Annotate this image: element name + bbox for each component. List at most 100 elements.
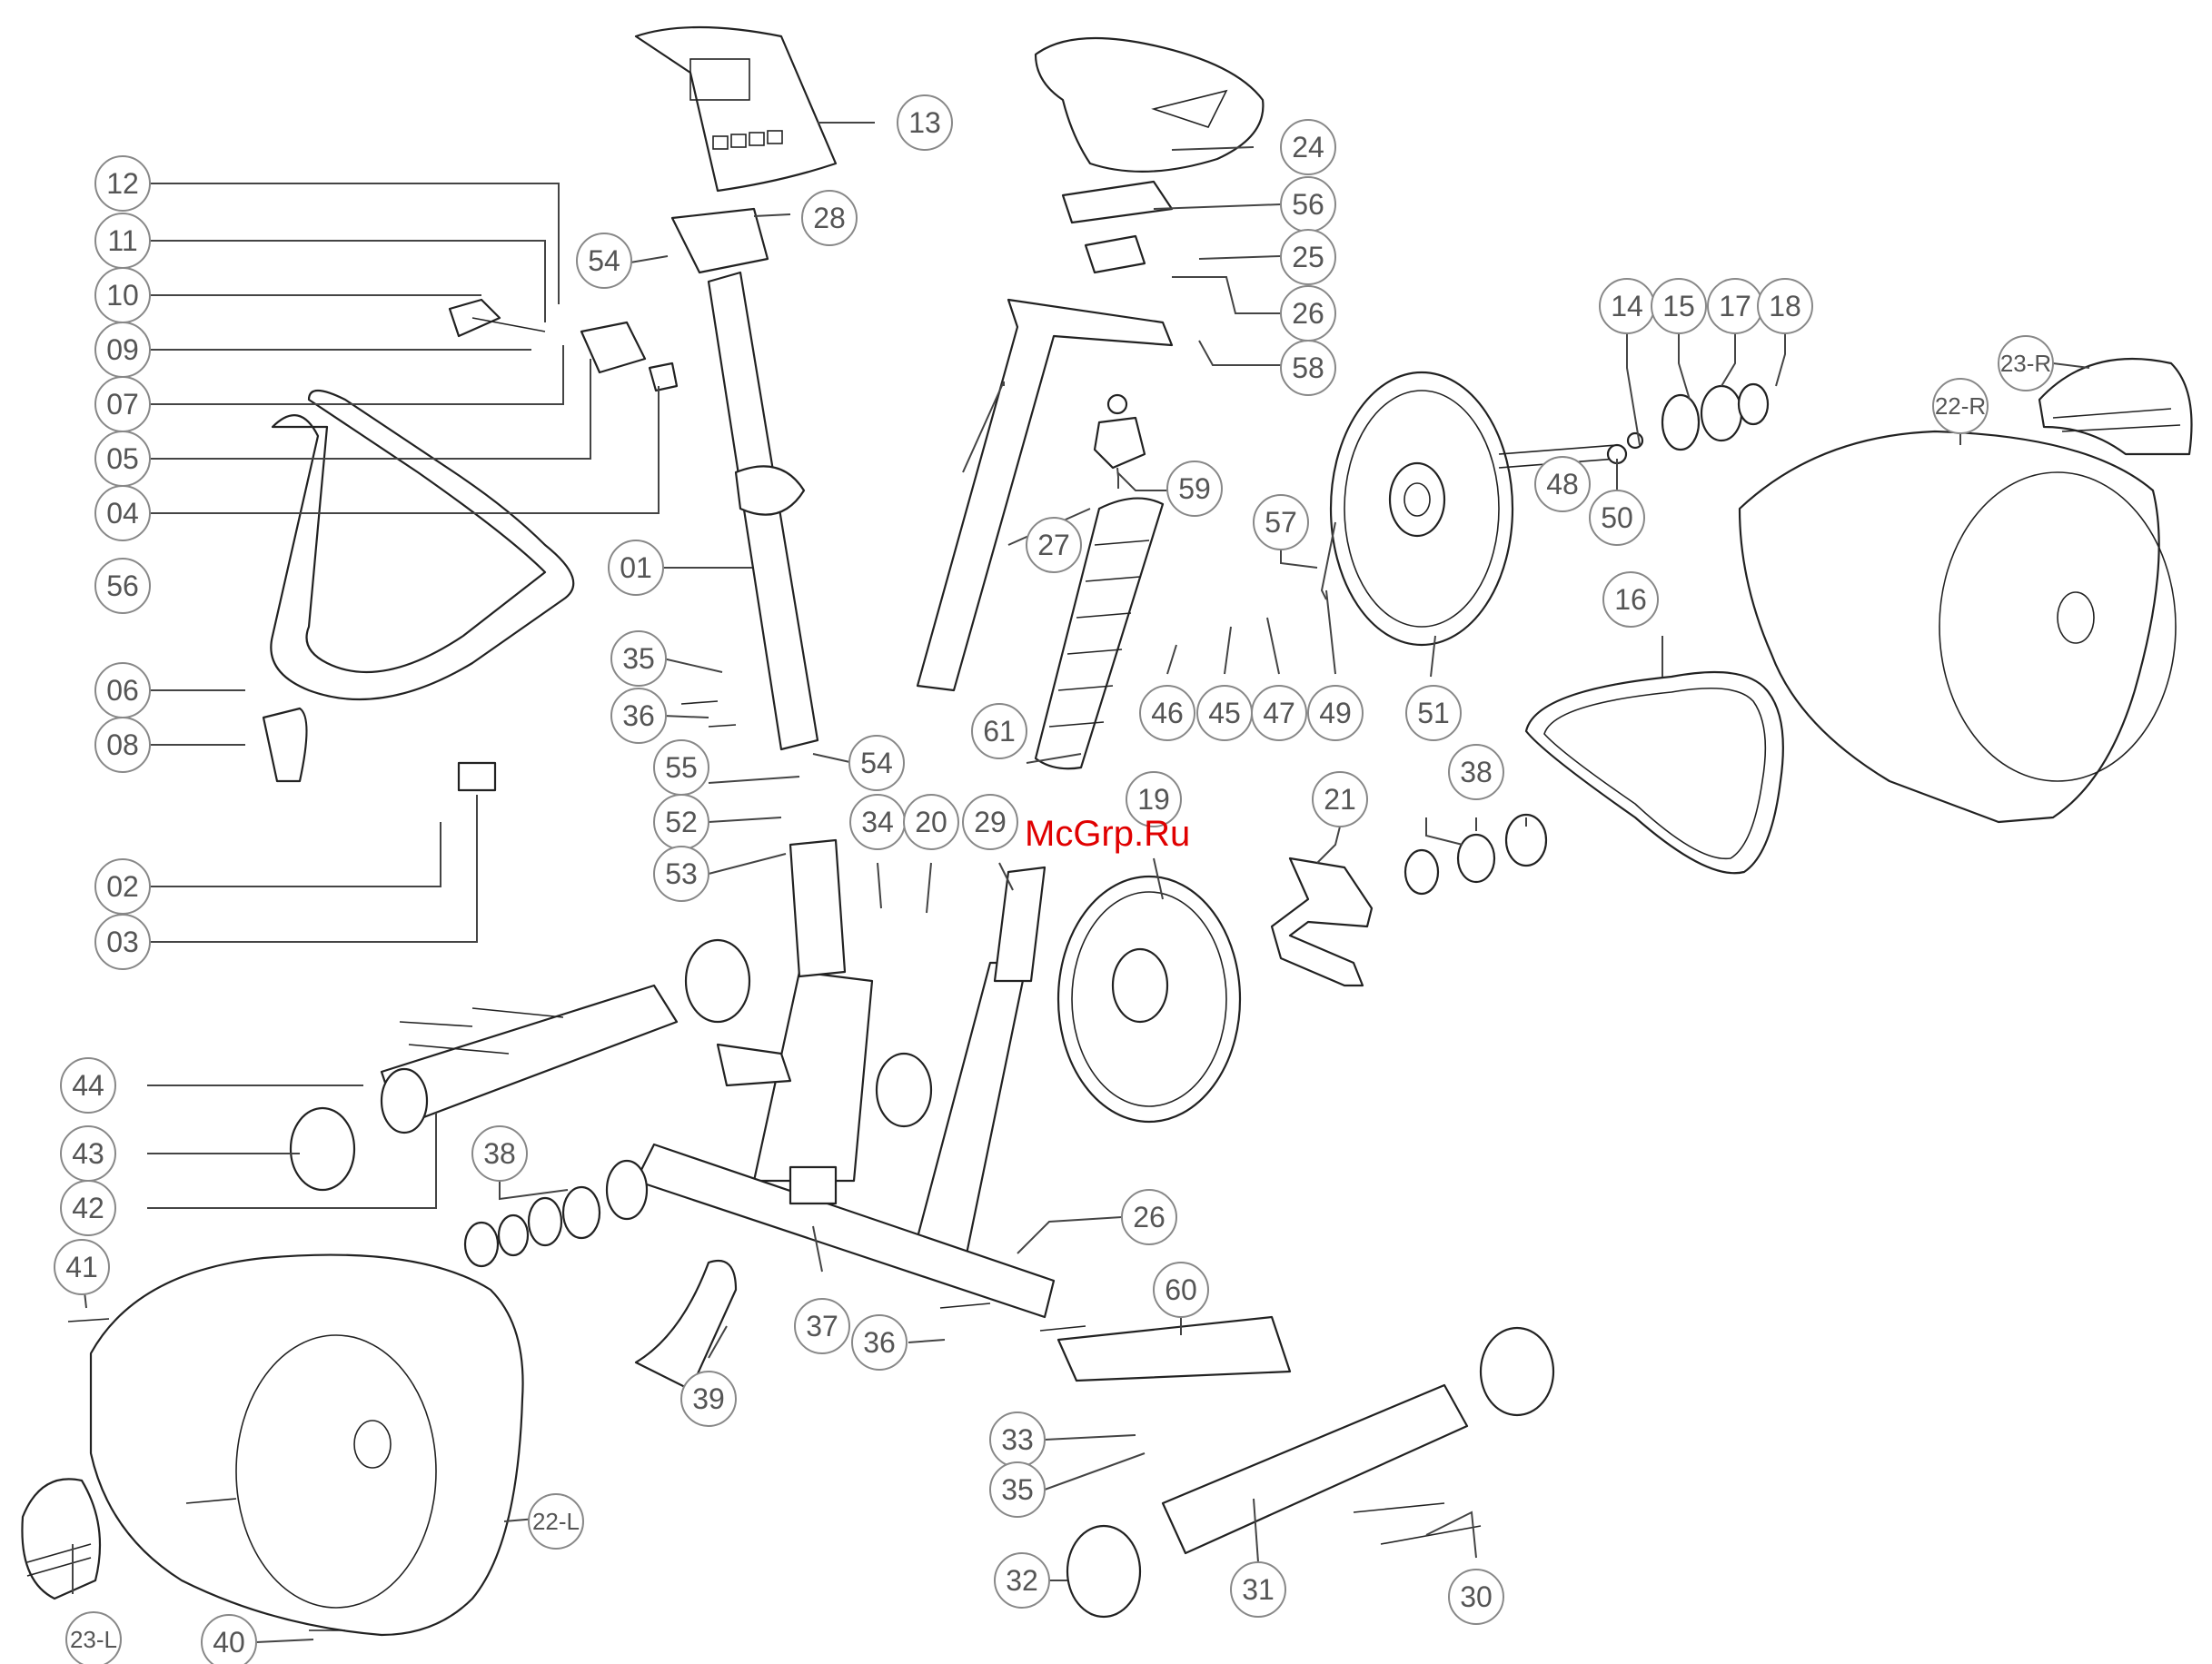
callout-label: 46 [1151, 697, 1184, 729]
callout-50: 50 [1590, 490, 1644, 545]
callout-32: 32 [995, 1553, 1049, 1608]
callout-52: 52 [654, 795, 709, 849]
callout-label: 22-L [532, 1508, 580, 1535]
callout-36: 36 [611, 688, 666, 743]
callout-37: 37 [795, 1299, 849, 1353]
callout-label: 22-R [1935, 392, 1986, 420]
callout-12: 12 [95, 156, 150, 211]
callout-label: 08 [106, 728, 139, 761]
callout-23-R: 23-R [1999, 336, 2053, 391]
callout-label: 29 [974, 806, 1007, 838]
callout-34: 34 [850, 795, 905, 849]
callout-10: 10 [95, 268, 150, 322]
callout-13: 13 [898, 95, 952, 150]
callout-35b: 35 [990, 1462, 1045, 1517]
rear-stabilizer [1163, 1385, 1467, 1553]
callout-01: 01 [609, 540, 663, 595]
console-part [636, 27, 836, 191]
callout-label: 25 [1292, 241, 1324, 273]
callout-label: 36 [622, 699, 655, 732]
callout-label: 17 [1719, 290, 1751, 322]
seat-post [918, 300, 1172, 690]
callout-11: 11 [95, 213, 150, 268]
callout-16: 16 [1603, 572, 1658, 627]
callout-33: 33 [990, 1412, 1045, 1467]
callout-07: 07 [95, 377, 150, 431]
callout-label: 31 [1242, 1573, 1275, 1606]
callout-label: 13 [908, 106, 941, 139]
callout-label: 47 [1263, 697, 1295, 729]
callout-44: 44 [61, 1058, 115, 1113]
callout-54: 54 [577, 233, 631, 288]
callout-26: 26 [1281, 286, 1335, 341]
callout-45: 45 [1197, 686, 1252, 740]
callout-38b: 38 [472, 1126, 527, 1181]
callout-label: 03 [106, 926, 139, 958]
callout-label: 05 [106, 442, 139, 475]
callout-21: 21 [1313, 772, 1367, 827]
callout-09: 09 [95, 322, 150, 377]
callout-label: 30 [1460, 1580, 1493, 1613]
callout-31: 31 [1231, 1562, 1285, 1617]
callout-59: 59 [1167, 461, 1222, 516]
callout-label: 23-L [70, 1626, 117, 1653]
callout-label: 60 [1165, 1273, 1197, 1306]
callout-label: 18 [1769, 290, 1801, 322]
callout-56: 56 [1281, 177, 1335, 232]
callout-22-L: 22-L [529, 1494, 583, 1549]
callout-18: 18 [1758, 279, 1812, 333]
callout-label: 26 [1133, 1201, 1166, 1233]
callout-label: 48 [1546, 468, 1579, 500]
callout-02: 02 [95, 859, 150, 914]
callout-03: 03 [95, 915, 150, 969]
callout-label: 12 [106, 167, 139, 200]
callout-label: 07 [106, 388, 139, 421]
callout-38: 38 [1449, 745, 1503, 799]
callout-label: 57 [1265, 506, 1297, 539]
callout-label: 43 [72, 1137, 104, 1170]
right-cover [1740, 431, 2159, 822]
pedal-left [22, 1479, 100, 1599]
callout-label: 24 [1292, 131, 1324, 163]
callout-23-L: 23-L [66, 1612, 121, 1664]
callout-42: 42 [61, 1181, 115, 1235]
callout-54b: 54 [849, 736, 904, 790]
callout-label: 51 [1417, 697, 1450, 729]
callout-label: 28 [813, 202, 846, 234]
seat [1036, 38, 1263, 172]
callout-25: 25 [1281, 230, 1335, 284]
callout-15: 15 [1652, 279, 1706, 333]
callout-06: 06 [95, 663, 150, 718]
callout-14: 14 [1600, 279, 1654, 333]
callout-27: 27 [1027, 518, 1081, 572]
callout-41: 41 [55, 1240, 109, 1294]
callout-label: 61 [983, 715, 1016, 748]
callout-label: 45 [1208, 697, 1241, 729]
callout-label: 26 [1292, 297, 1324, 330]
callout-label: 44 [72, 1069, 104, 1102]
callout-label: 01 [620, 551, 652, 584]
callout-49: 49 [1308, 686, 1363, 740]
callout-label: 15 [1662, 290, 1695, 322]
callout-label: 23-R [2000, 350, 2051, 377]
callout-label: 41 [65, 1251, 98, 1283]
callout-label: 59 [1178, 472, 1211, 505]
callout-label: 56 [1292, 188, 1324, 221]
callout-label: 56 [106, 570, 139, 602]
watermark-text: McGrp.Ru [1025, 814, 1190, 855]
callout-label: 32 [1006, 1564, 1038, 1597]
callout-label: 40 [213, 1626, 245, 1659]
callout-label: 42 [72, 1192, 104, 1224]
callout-label: 10 [106, 279, 139, 312]
callout-label: 54 [588, 244, 620, 277]
callout-label: 04 [106, 497, 139, 530]
callout-label: 19 [1137, 783, 1170, 816]
callout-40: 40 [202, 1615, 256, 1664]
callout-label: 37 [806, 1310, 838, 1342]
callout-29: 29 [963, 795, 1017, 849]
callout-label: 06 [106, 674, 139, 707]
callout-label: 02 [106, 870, 139, 903]
callout-label: 27 [1037, 529, 1070, 561]
callout-label: 38 [483, 1137, 516, 1170]
callout-53: 53 [654, 847, 709, 901]
